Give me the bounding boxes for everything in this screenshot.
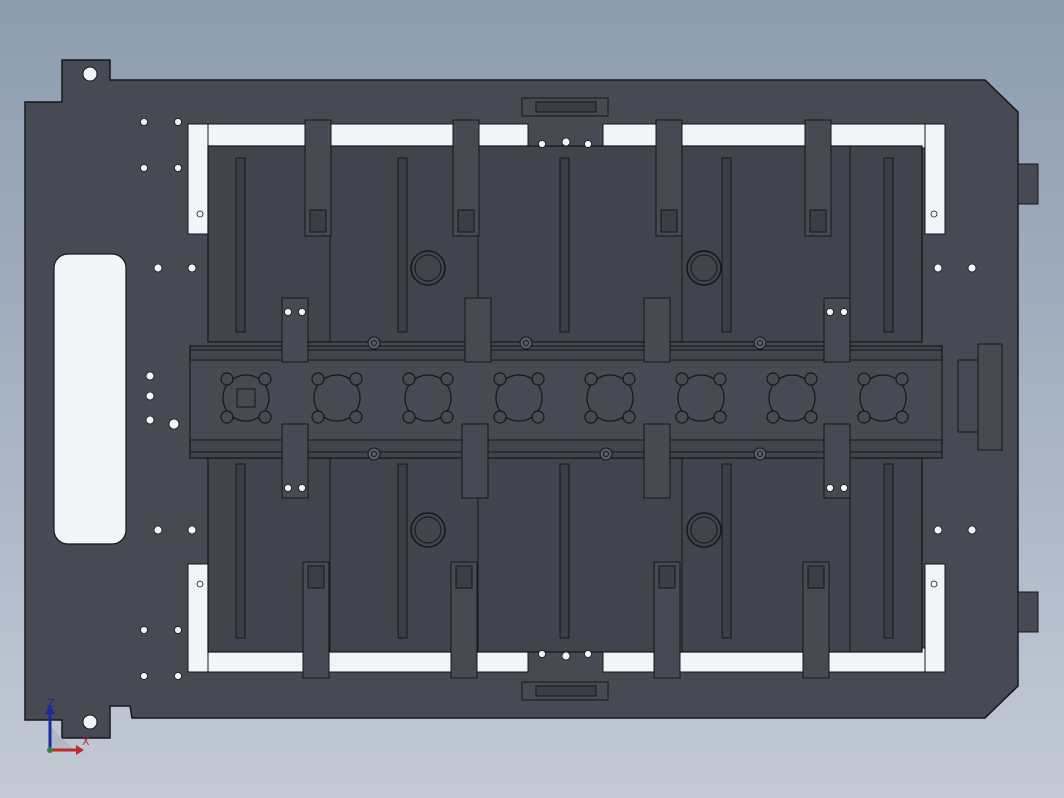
z-axis-label: Z [47, 697, 55, 710]
rail-screws [367, 336, 767, 461]
corner-hole-top [82, 66, 98, 82]
center-tabs [521, 97, 609, 701]
corner-hole-bottom [82, 714, 98, 730]
lower-tray-block [207, 455, 923, 679]
axis-triad: Z X [30, 690, 100, 760]
mounting-holes [140, 118, 977, 680]
x-axis-label: X [82, 735, 90, 748]
center-rail [189, 345, 943, 459]
right-connector [957, 163, 1039, 633]
upper-tray-block [207, 119, 923, 343]
triad-graphic [45, 704, 84, 755]
left-slot-cutout [53, 253, 127, 545]
